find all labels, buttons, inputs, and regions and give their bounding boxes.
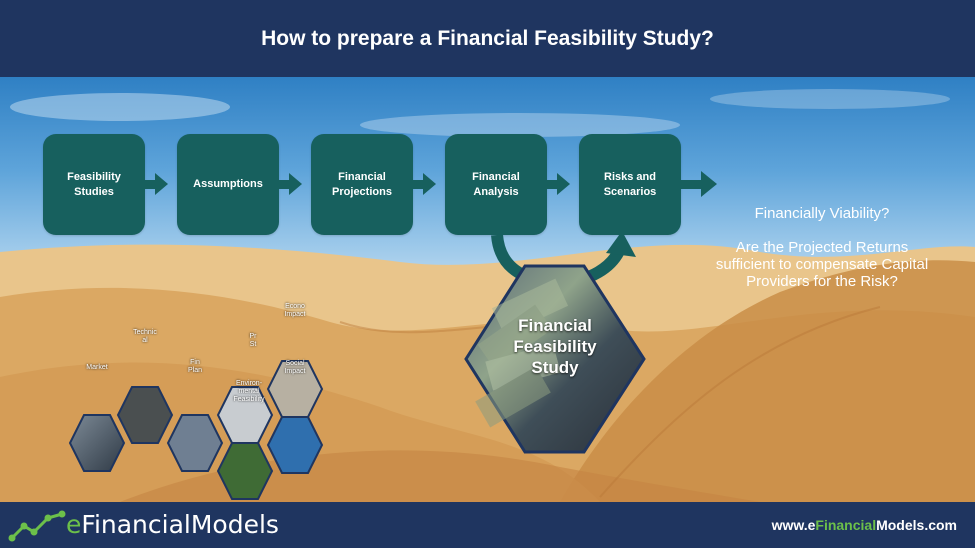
hex-label-technical: Technic al [133, 329, 157, 344]
logo-chart-icon [8, 510, 66, 542]
hex-label-fin-plan: Fin Plan [187, 359, 202, 374]
connector-3 [413, 180, 423, 189]
hex-market [68, 414, 126, 472]
question-block: Financially Viability? Are the Projected… [712, 205, 932, 290]
connector-1 [145, 180, 155, 189]
question-viability: Financially Viability? [754, 205, 890, 222]
arrow-right-icon [423, 173, 436, 195]
arrow-right-icon [155, 173, 168, 195]
hex-label-market: Market [86, 364, 108, 371]
arrow-right-icon [289, 173, 302, 195]
arrow-up-icon [606, 231, 636, 257]
logo-wordmark: eFinancialModels [66, 510, 279, 539]
hex-label-econo-impact: Econo Impact [284, 303, 306, 318]
connector-2 [279, 180, 289, 189]
step-financial-analysis: Financial Analysis [445, 134, 547, 235]
hex-social-impact [266, 416, 324, 474]
hex-environmental [216, 442, 274, 500]
center-label: Financial Feasibility Study [513, 316, 597, 377]
hex-technical [116, 386, 174, 444]
hex-label-environmental: Environ- mental Feasibility [233, 380, 265, 403]
desert-scene: Feasibility Studies Assumptions Financia… [0, 77, 975, 502]
hex-cluster [68, 231, 646, 500]
website-link[interactable]: www.eFinancialModels.com [771, 517, 957, 533]
footer-bar: eFinancialModels www.eFinancialModels.co… [0, 502, 975, 548]
step-financial-projections: Financial Projections [311, 134, 413, 235]
step-risks-and-scenarios: Risks and Scenarios [579, 134, 681, 235]
header-bar: How to prepare a Financial Feasibility S… [0, 0, 975, 77]
hex-label-social-impact: Social Impact [284, 360, 306, 375]
page-title: How to prepare a Financial Feasibility S… [261, 26, 714, 50]
step-feasibility-studies: Feasibility Studies [43, 134, 145, 235]
hex-label-pr-st: Pr St [249, 333, 257, 348]
connector-4 [547, 180, 557, 189]
arrow-right-icon [557, 173, 570, 195]
question-returns: Are the Projected Returns sufficient to … [715, 239, 929, 290]
connector-5 [681, 180, 703, 189]
step-assumptions: Assumptions [177, 134, 279, 235]
hex-fin-plan [166, 414, 224, 472]
arrow-right-icon [701, 171, 717, 197]
